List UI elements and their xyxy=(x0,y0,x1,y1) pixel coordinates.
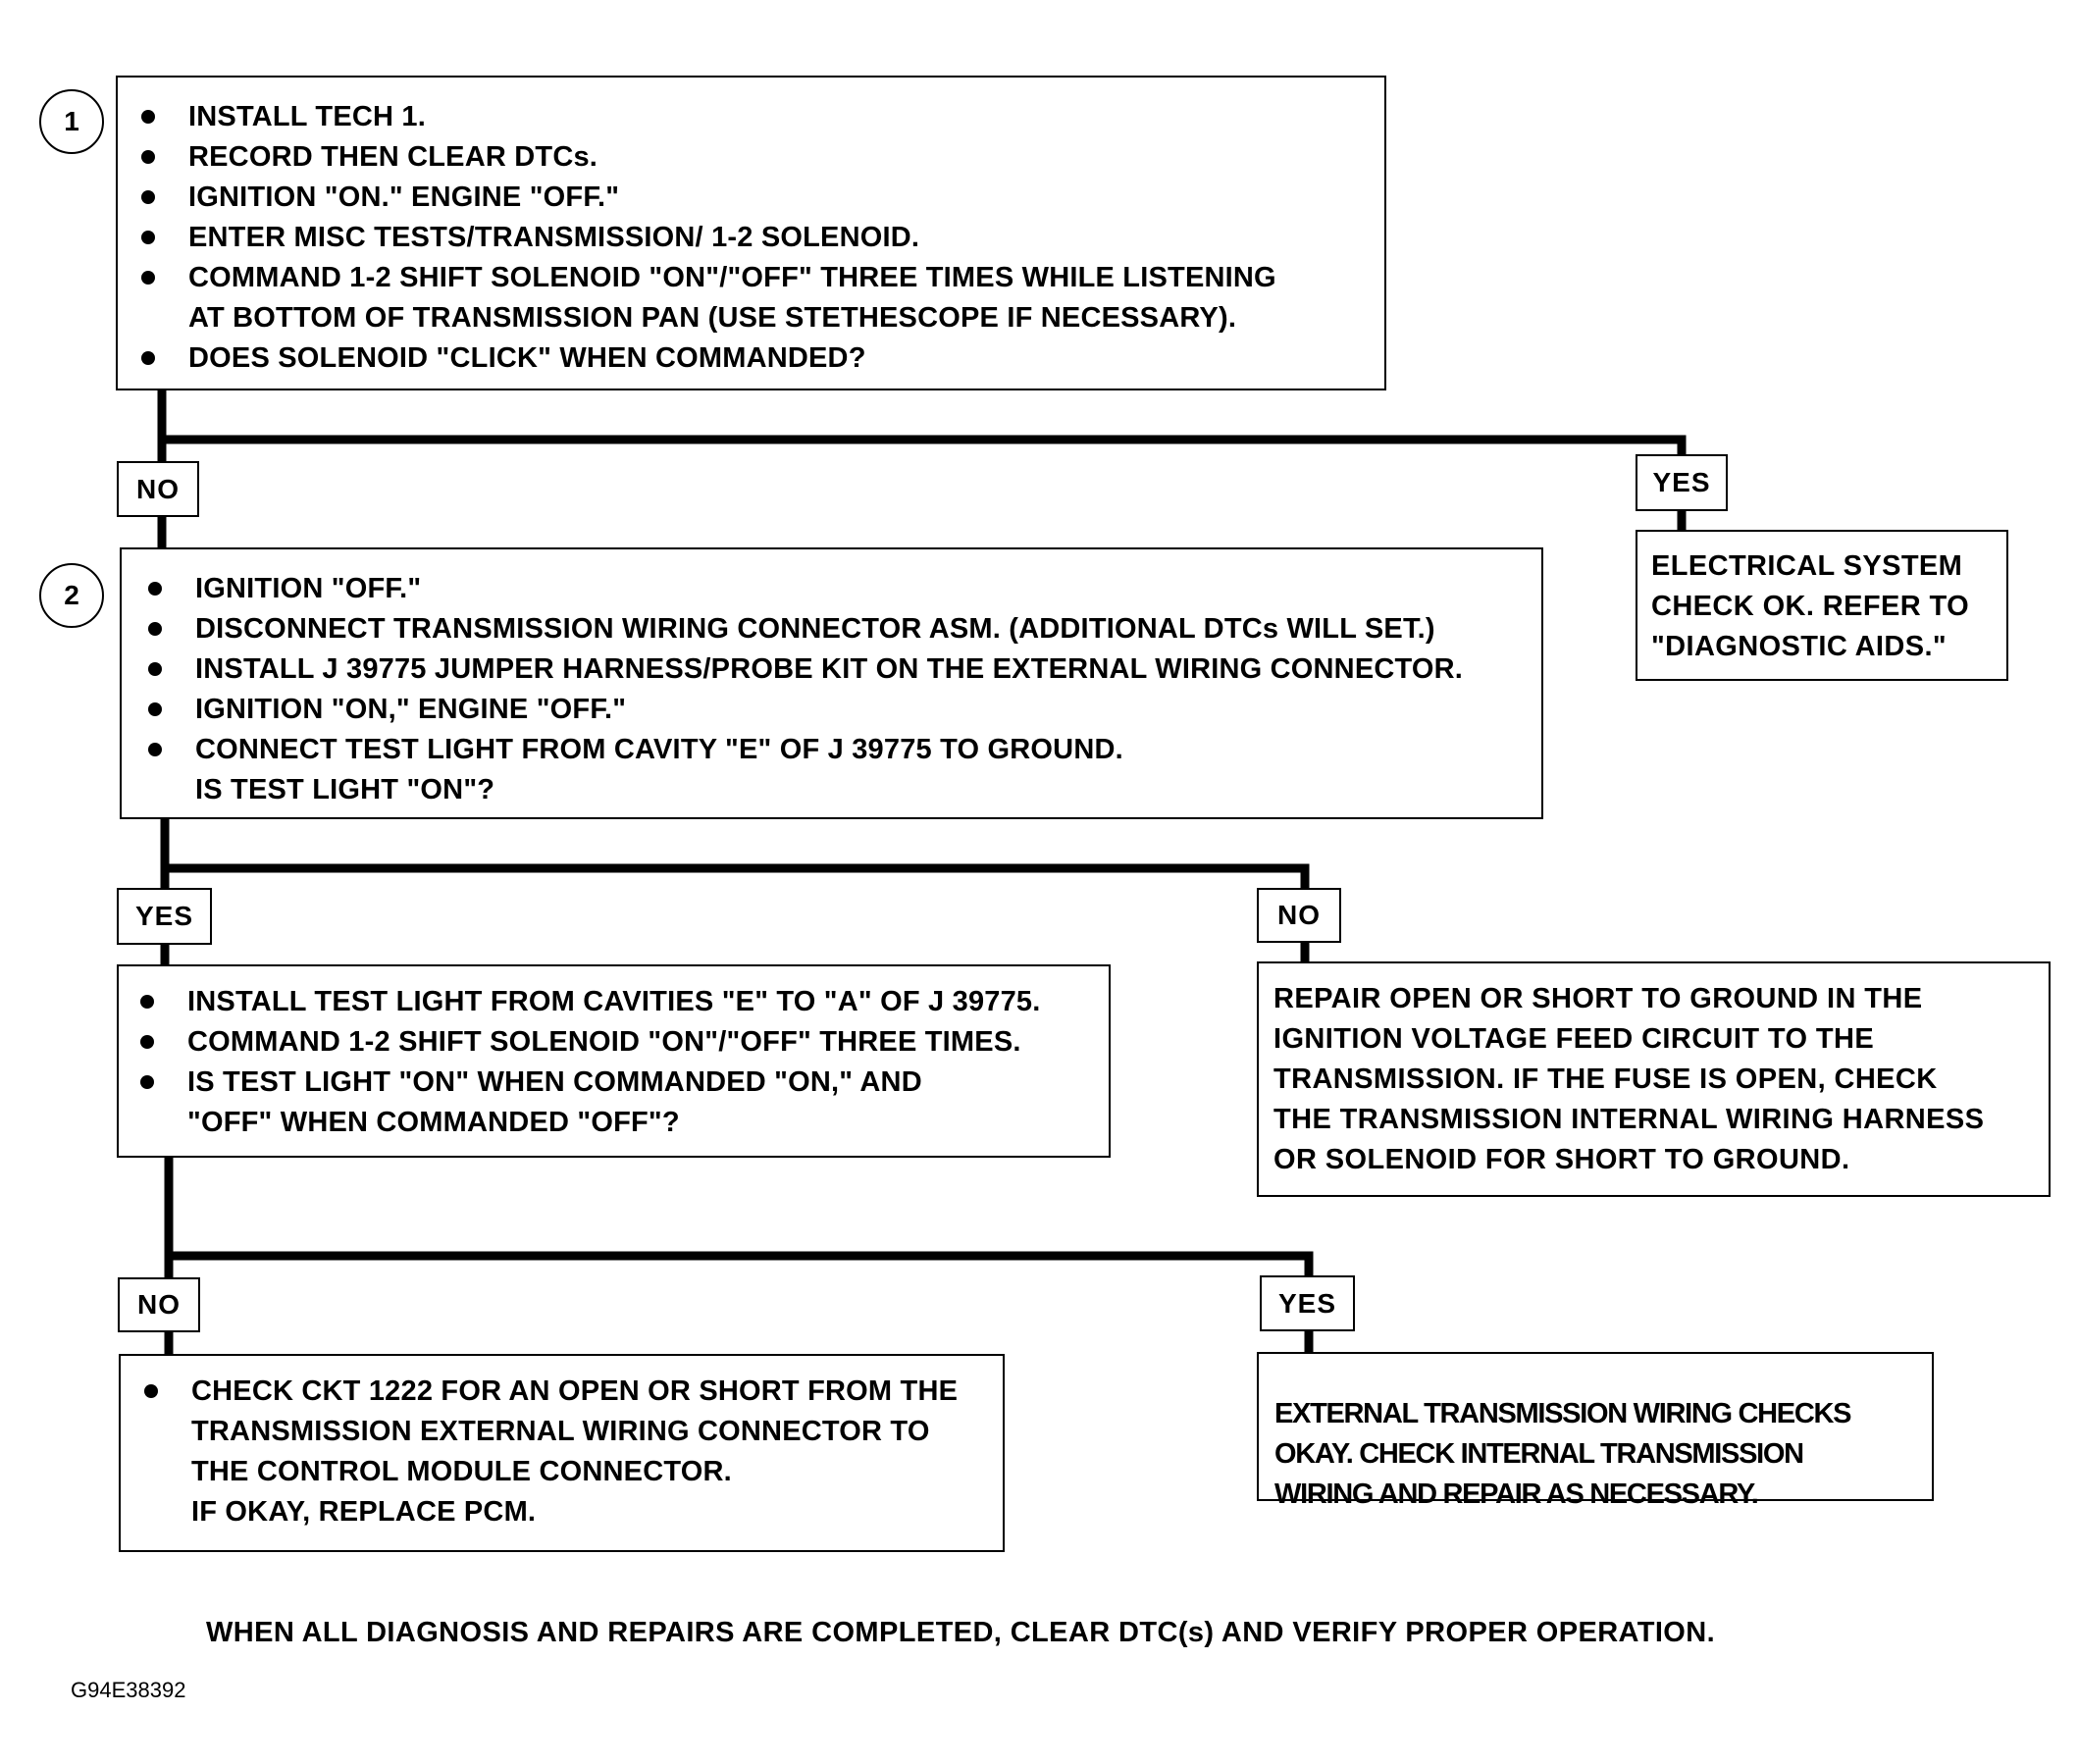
connector-step1-branch xyxy=(157,386,1687,458)
step-2-marker: 2 xyxy=(39,563,104,628)
yes-label-3: YES xyxy=(1260,1275,1355,1331)
result-external-ok-box: EXTERNAL TRANSMISSION WIRING CHECKS OKAY… xyxy=(1257,1352,1934,1510)
result-electrical-ok-box: ELECTRICAL SYSTEM CHECK OK. REFER TO "DI… xyxy=(1636,530,2008,681)
step-1-item: DOES SOLENOID "CLICK" WHEN COMMANDED? xyxy=(130,338,1365,379)
step-1-item: ENTER MISC TESTS/TRANSMISSION/ 1-2 SOLEN… xyxy=(130,218,1365,258)
step-2-item: INSTALL J 39775 JUMPER HARNESS/PROBE KIT… xyxy=(136,649,1532,690)
step-3-item: IS TEST LIGHT "ON" WHEN COMMANDED "ON," … xyxy=(129,1063,1099,1143)
step-3-box: INSTALL TEST LIGHT FROM CAVITIES "E" TO … xyxy=(117,964,1111,1158)
step-1-item: RECORD THEN CLEAR DTCs. xyxy=(130,137,1365,178)
step-3-item: COMMAND 1-2 SHIFT SOLENOID "ON"/"OFF" TH… xyxy=(129,1022,1099,1063)
step-1-item: INSTALL TECH 1. xyxy=(130,97,1365,137)
step-2-item: DISCONNECT TRANSMISSION WIRING CONNECTOR… xyxy=(136,609,1532,649)
no-label-1-text: NO xyxy=(136,473,180,504)
result-external-ok-text: EXTERNAL TRANSMISSION WIRING CHECKS OKAY… xyxy=(1274,1398,1851,1510)
yes-label-2: YES xyxy=(117,888,212,945)
yes-label-1: YES xyxy=(1636,454,1728,511)
connector-step2-branch xyxy=(160,814,1310,892)
result-repair-open-text: REPAIR OPEN OR SHORT TO GROUND IN THE IG… xyxy=(1273,983,1985,1175)
step-1-marker: 1 xyxy=(39,89,104,154)
figure-id: G94E38392 xyxy=(71,1678,186,1702)
no-label-1: NO xyxy=(117,461,199,517)
no-label-2-text: NO xyxy=(1277,900,1321,930)
yes-label-1-text: YES xyxy=(1652,467,1711,497)
step-2-number: 2 xyxy=(64,580,79,610)
result-electrical-ok-text: ELECTRICAL SYSTEM CHECK OK. REFER TO "DI… xyxy=(1651,550,1970,662)
step-1-list: INSTALL TECH 1. RECORD THEN CLEAR DTCs. … xyxy=(130,97,1365,379)
step-2-list: IGNITION "OFF." DISCONNECT TRANSMISSION … xyxy=(136,569,1532,810)
final-no-item: CHECK CKT 1222 FOR AN OPEN OR SHORT FROM… xyxy=(132,1372,995,1532)
final-no-list: CHECK CKT 1222 FOR AN OPEN OR SHORT FROM… xyxy=(132,1372,995,1532)
step-2-item: IGNITION "ON," ENGINE "OFF." xyxy=(136,690,1532,730)
step-3-item: INSTALL TEST LIGHT FROM CAVITIES "E" TO … xyxy=(129,982,1099,1022)
step-2-box: IGNITION "OFF." DISCONNECT TRANSMISSION … xyxy=(120,547,1543,819)
step-1-box: INSTALL TECH 1. RECORD THEN CLEAR DTCs. … xyxy=(116,76,1386,390)
step-1-number: 1 xyxy=(64,106,79,136)
step-2-item: CONNECT TEST LIGHT FROM CAVITY "E" OF J … xyxy=(136,730,1532,810)
result-repair-open-box: REPAIR OPEN OR SHORT TO GROUND IN THE IG… xyxy=(1257,961,2051,1197)
step-2-item: IGNITION "OFF." xyxy=(136,569,1532,609)
no-label-3-text: NO xyxy=(137,1289,181,1320)
yes-label-3-text: YES xyxy=(1277,1287,1337,1319)
connector-box3-branch xyxy=(164,1153,1314,1280)
step-1-item: COMMAND 1-2 SHIFT SOLENOID "ON"/"OFF" TH… xyxy=(130,258,1365,338)
no-label-2: NO xyxy=(1257,888,1341,943)
yes-label-2-text: YES xyxy=(134,901,194,931)
final-no-box: CHECK CKT 1222 FOR AN OPEN OR SHORT FROM… xyxy=(119,1354,1005,1552)
footer-note: WHEN ALL DIAGNOSIS AND REPAIRS ARE COMPL… xyxy=(206,1617,1716,1648)
step-1-item: IGNITION "ON." ENGINE "OFF." xyxy=(130,178,1365,218)
step-3-list: INSTALL TEST LIGHT FROM CAVITIES "E" TO … xyxy=(129,982,1099,1143)
no-label-3: NO xyxy=(118,1277,200,1332)
